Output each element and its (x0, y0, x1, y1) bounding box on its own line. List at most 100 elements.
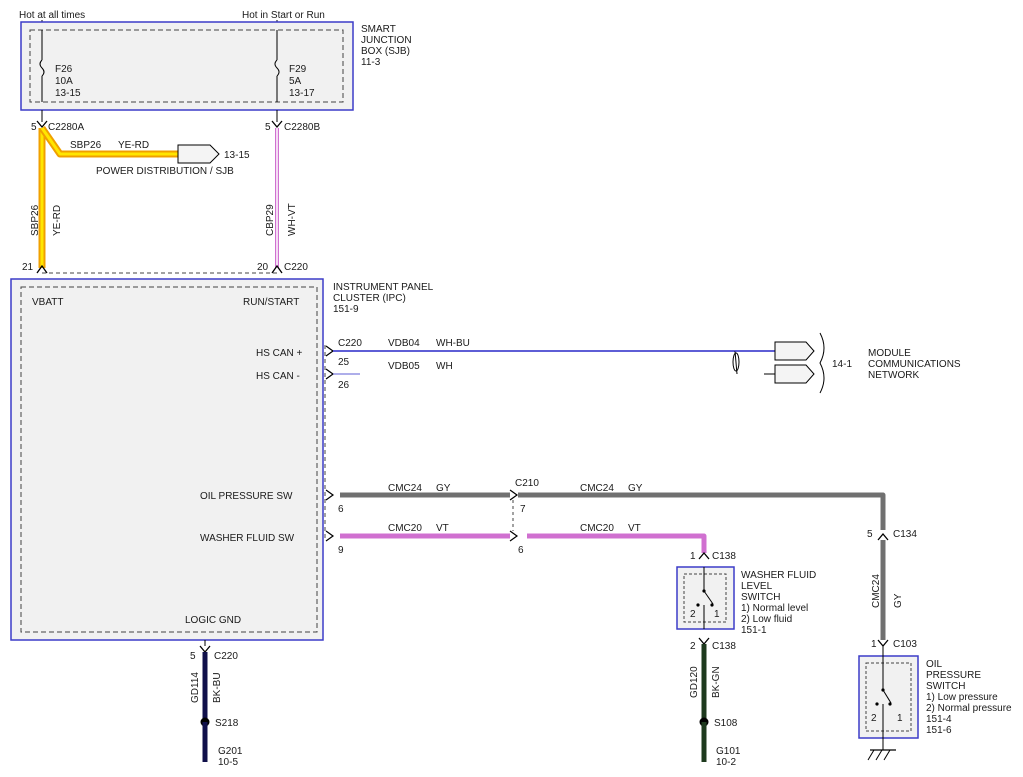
ipc-oil-pressure-sw: OIL PRESSURE SW (200, 491, 293, 502)
fuse-f29-name: F29 (289, 64, 307, 75)
c103-pin: 1 (871, 639, 877, 650)
connector-c220-run-icon (271, 264, 283, 274)
fuse-f26-icon (39, 59, 45, 77)
connector-c138-top-icon (698, 551, 710, 560)
fuse-f26-ref: 13-15 (55, 88, 81, 99)
c103-name: C103 (893, 639, 917, 650)
c138-top-name: C138 (712, 551, 736, 562)
oil-switch-contact-icon (882, 689, 892, 704)
oil-title-3: SWITCH (926, 681, 965, 692)
oil-title-6: 151-4 (926, 714, 952, 725)
oil-title-4: 1) Low pressure (926, 692, 998, 703)
connector-c220-vbatt-icon (36, 264, 48, 274)
connector-c210-oil-icon (509, 489, 519, 501)
network-label-3: NETWORK (868, 370, 919, 381)
sbp26-vertical-circuit: SBP26 (30, 204, 41, 236)
washer-title-4: 1) Normal level (741, 603, 808, 614)
cmc24-b-circuit: CMC24 (580, 483, 614, 494)
c220-gnd-pin: 5 (190, 651, 196, 662)
oil-switch-pos-1: 1 (897, 713, 903, 724)
ipc-title-2: CLUSTER (IPC) (333, 293, 406, 304)
sjb-inner-dash (29, 29, 344, 103)
c220-gnd-name: C220 (214, 651, 238, 662)
cmc20-b-color: VT (628, 523, 641, 534)
c2280a-name: C2280A (48, 122, 84, 133)
ipc-inner-dash (20, 286, 318, 633)
g201-ref: 10-5 (218, 757, 238, 768)
splice-s218-label: S218 (215, 718, 239, 729)
ipc-frame (10, 278, 324, 641)
washer-switch-pos-1: 1 (714, 609, 720, 620)
gd114-circuit: GD114 (190, 672, 201, 703)
oil-title-2: PRESSURE (926, 670, 981, 681)
ipc-title-1: INSTRUMENT PANEL (333, 282, 434, 293)
c210-pin-oil: 7 (520, 504, 526, 515)
c138-bot-pin: 2 (690, 641, 696, 652)
ipc-washer-pin: 9 (338, 545, 344, 556)
c220-can-pin-lo: 26 (338, 380, 350, 391)
g101-ref: 10-2 (716, 757, 736, 768)
gd120-circuit: GD120 (689, 666, 700, 698)
c220-can-pin-hi: 25 (338, 357, 350, 368)
c2280b-name: C2280B (284, 122, 320, 133)
oil-pressure-switch: 2 1 (858, 646, 919, 750)
chassis-ground-icon (867, 749, 896, 761)
cbp29-circuit: CBP29 (265, 204, 276, 236)
ipc-logic-gnd: LOGIC GND (185, 615, 241, 626)
power-distribution-label: POWER DISTRIBUTION / SJB (96, 166, 234, 177)
oil-title-5: 2) Normal pressure (926, 703, 1012, 714)
fuse-f26-rating: 10A (55, 76, 73, 87)
sjb-title-2: JUNCTION (361, 35, 412, 46)
vdb05-color: WH (436, 361, 453, 372)
network-ref: 14-1 (832, 359, 852, 370)
oil-title-7: 151-6 (926, 725, 952, 736)
oil-title-1: OIL (926, 659, 943, 670)
vdb04-color: WH-BU (436, 338, 470, 349)
fuse-f29-ref: 13-17 (289, 88, 315, 99)
connector-ipc-oil-icon (325, 489, 335, 501)
washer-title-1: WASHER FLUID (741, 570, 816, 581)
c134-name: C134 (893, 529, 917, 540)
connector-c220-gnd-icon (199, 645, 211, 654)
connector-c2280b-icon (271, 120, 283, 129)
ipc-washer-fluid-sw: WASHER FLUID SW (200, 533, 295, 544)
connector-can-lo-icon (325, 368, 335, 380)
fuse-f29-icon (274, 59, 280, 77)
c134-pin: 5 (867, 529, 873, 540)
sjb-title-1: SMART (361, 24, 396, 35)
sbp26-branch-color: YE-RD (118, 140, 149, 151)
cmc20-a-color: VT (436, 523, 449, 534)
c138-top-pin: 1 (690, 551, 696, 562)
vdb05-circuit: VDB05 (388, 361, 420, 372)
connector-c2280a-icon (36, 120, 48, 129)
network-label-2: COMMUNICATIONS (868, 359, 961, 370)
power-distribution-connector-icon (177, 144, 220, 164)
smart-junction-box: SMART JUNCTION BOX (SJB) 11-3 F26 10A 13… (20, 21, 412, 111)
oil-switch-pos-2: 2 (871, 713, 877, 724)
hot-at-all-times-label: Hot at all times (19, 10, 85, 21)
connector-c138-bot-icon (698, 637, 710, 646)
ipc-run-start: RUN/START (243, 297, 299, 308)
cbp29-color: WH-VT (287, 203, 298, 236)
instrument-panel-cluster: VBATT RUN/START HS CAN + HS CAN - OIL PR… (10, 278, 324, 641)
c138-bot-name: C138 (712, 641, 736, 652)
wire-cmc24-b (518, 492, 886, 530)
network-connector-hi-icon (774, 341, 815, 361)
ipc-vbatt: VBATT (32, 297, 63, 308)
ipc-oil-pin: 6 (338, 504, 344, 515)
washer-switch-pos-2: 2 (690, 609, 696, 620)
gd120-color: BK-GN (711, 666, 722, 698)
ipc-hs-can-plus: HS CAN + (256, 348, 303, 359)
ipc-hs-can-minus: HS CAN - (256, 371, 300, 382)
connector-can-hi-icon (325, 345, 335, 357)
c220-run-pin: 20 (257, 262, 269, 273)
wire-sbp26 (38, 126, 178, 268)
connector-ipc-washer-icon (325, 530, 335, 542)
power-distribution-ref: 13-15 (224, 150, 250, 161)
connector-c210-washer-icon (509, 530, 519, 542)
network-brace-icon (819, 332, 825, 394)
cmc24-vertical-circuit: CMC24 (871, 574, 882, 608)
c220-run-name: C220 (284, 262, 308, 273)
